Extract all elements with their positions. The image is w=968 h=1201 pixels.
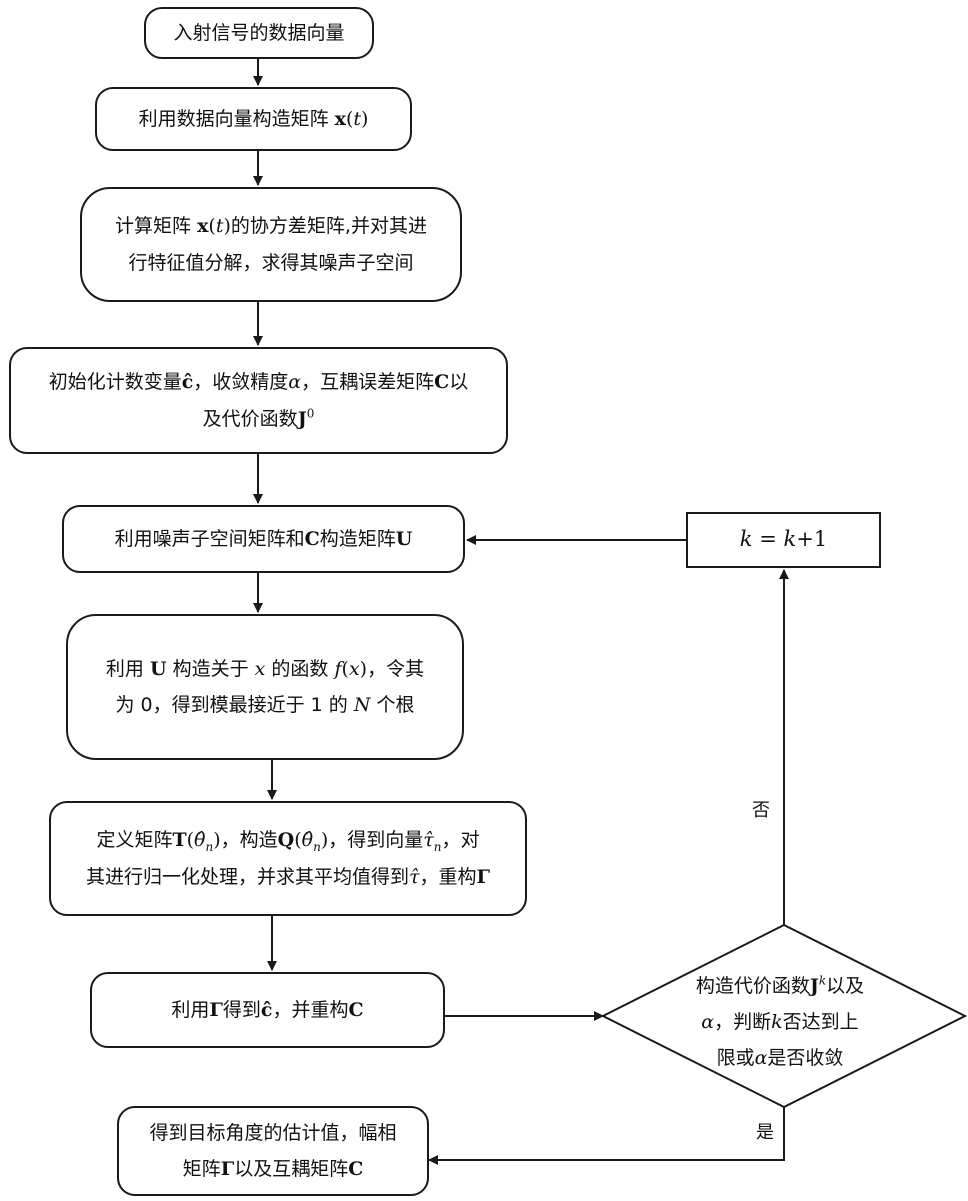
matrix-Q-symbol: Q [278,829,295,851]
define-text-d: ，对 [442,829,480,851]
roots-text-e: 为 0，得到模最接近于 1 的 [115,694,347,716]
counter-c-hat-2: ĉ [261,999,273,1021]
step-construct-U: 利用噪声子空间矩阵和C构造矩阵U [62,505,465,573]
roots-text-b: 构造关于 [173,658,249,680]
step-input-vector-text: 入射信号的数据向量 [173,15,344,51]
step-input-vector: 入射信号的数据向量 [144,7,374,59]
tau-subscript: n [434,840,442,854]
tau-hat-symbol: τ̂ [423,829,434,851]
step-covariance-text-a: 计算矩阵 [115,215,191,237]
theta-hat-symbol-2: θ̂ [302,829,313,851]
output-text-line1: 得到目标角度的估计值，幅相 [149,1115,396,1151]
step-covariance-eigen: 计算矩阵 x(t)的协方差矩阵,并对其进 行特征值分解，求得其噪声子空间 [80,187,462,302]
output-text-b: 以及互耦矩阵 [234,1158,348,1180]
variable-k: k [740,527,753,551]
define-text-a: 定义矩阵 [96,829,172,851]
step-initialize: 初始化计数变量ĉ，收敛精度α，互耦误差矩阵C以 及代价函数J0 [9,347,508,454]
decision-text-a: 构造代价函数 [696,975,810,997]
decision-condition-text: 构造代价函数Jk以及 α，判断k否达到上 限或α是否收敛 [630,968,930,1076]
step-construct-matrix-text: 利用数据向量构造矩阵 [139,108,329,130]
step-covariance-text-b: 的协方差矩阵,并对其进 [231,215,427,237]
variable-k-2: k [784,527,797,551]
cost-J-symbol: J [298,408,307,430]
matrix-x-symbol-2: x [197,215,208,237]
matrix-Gamma-symbol-2: Γ [209,999,223,1021]
time-variable: t [353,108,361,130]
step-increment-k: k = k+1 [686,512,881,568]
equals-sign: = [759,527,777,551]
step-reconstruct-C: 利用Γ得到ĉ，并重构C [90,972,445,1048]
init-text-e: 以 [449,371,468,393]
step-define-T-Q: 定义矩阵T(θ̂n)，构造Q(θ̂n)，得到向量τ̂n，对 其进行归一化处理，并… [49,801,527,916]
cost-J-symbol-2: J [810,975,819,997]
decision-text-f: 是否收敛 [767,1047,843,1069]
arrow-diamond-n9 [429,1107,784,1160]
decision-text-b: 以及 [826,975,864,997]
define-text-e: 其进行归一化处理，并求其平均值得到 [86,866,409,888]
step-output-estimates: 得到目标角度的估计值，幅相 矩阵Γ以及互耦矩阵C [117,1106,429,1196]
decision-text-c: ，判断 [714,1011,771,1033]
init-text-f: 及代价函数 [203,408,298,430]
variable-x-2: x [349,658,360,680]
define-text-f: ，重构 [420,866,477,888]
cost-J-superscript: 0 [307,406,315,420]
init-text-a: 初始化计数变量 [49,371,182,393]
reconstruct-text-a: 利用 [171,999,209,1021]
variable-k-3: k [771,1011,783,1033]
step-function-roots: 利用 U 构造关于 x 的函数 f(x)，令其 为 0，得到模最接近于 1 的 … [66,614,464,760]
step-construct-matrix: 利用数据向量构造矩阵 x(t) [95,87,412,151]
roots-text-c: 的函数 [271,658,328,680]
matrix-U-symbol-2: U [150,658,167,680]
matrix-C-symbol-3: C [349,999,364,1021]
matrix-Gamma-symbol-3: Γ [221,1158,235,1180]
alpha-symbol: α [288,371,301,393]
roots-text-g: 个根 [377,694,415,716]
roots-text-d: ，令其 [367,658,424,680]
matrix-C-symbol-4: C [348,1158,363,1180]
reconstruct-text-d: ，并重构 [272,999,348,1021]
alpha-symbol-2: α [701,1011,714,1033]
matrix-T-symbol: T [172,829,186,851]
construct-U-text-b: 构造矩阵 [320,528,396,550]
init-text-b: ，收敛精度 [193,371,288,393]
variable-N: N [354,694,371,716]
tau-hat-symbol-2: τ̂ [409,866,420,888]
counter-c-hat: ĉ [182,371,194,393]
matrix-Gamma-symbol: Γ [477,866,491,888]
init-text-d: ，互耦误差矩阵 [301,371,434,393]
output-text-a: 矩阵 [183,1158,221,1180]
plus-one: +1 [796,527,827,551]
function-f: f [334,658,341,680]
construct-U-text-a: 利用噪声子空间矩阵和 [115,528,305,550]
decision-text-d: 否达到上 [783,1011,859,1033]
decision-text-e: 限或 [717,1047,755,1069]
roots-text-a: 利用 [106,658,144,680]
alpha-symbol-3: α [755,1047,768,1069]
theta-hat-symbol: θ̂ [194,829,205,851]
edge-label-yes: 是 [756,1118,774,1144]
reconstruct-text-b: 得到 [223,999,261,1021]
matrix-U-symbol: U [396,528,413,550]
matrix-C-symbol: C [434,371,449,393]
theta-subscript-2: n [313,840,321,854]
define-text-b: ，构造 [221,829,278,851]
variable-x: x [255,658,266,680]
matrix-C-symbol-2: C [305,528,320,550]
matrix-x-symbol: x [335,108,346,130]
edge-label-no: 否 [752,796,770,822]
define-text-c: ，得到向量 [328,829,423,851]
step-covariance-text-line2: 行特征值分解，求得其噪声子空间 [128,245,413,281]
